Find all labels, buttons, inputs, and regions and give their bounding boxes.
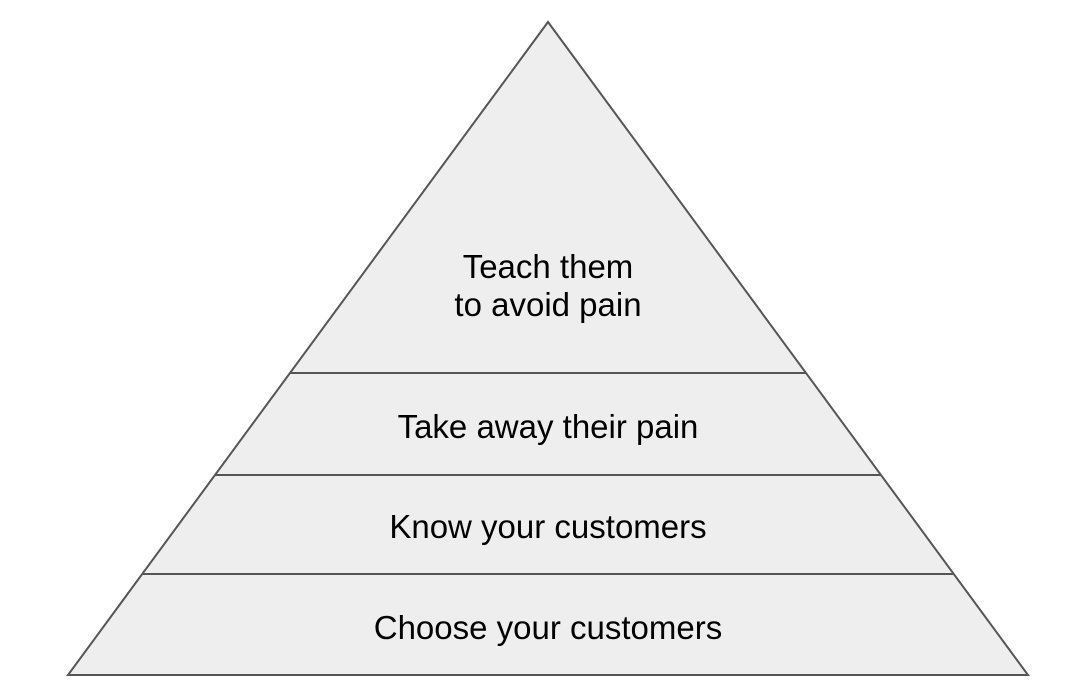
level-4-label: Choose your customers bbox=[374, 609, 722, 646]
level-3-label: Know your customers bbox=[389, 508, 706, 545]
level-2-label: Take away their pain bbox=[398, 408, 699, 445]
pyramid-outline bbox=[66, 20, 1030, 676]
level-1-label-line-1: Teach them bbox=[463, 248, 634, 285]
level-1-label-line-2: to avoid pain bbox=[454, 286, 641, 323]
